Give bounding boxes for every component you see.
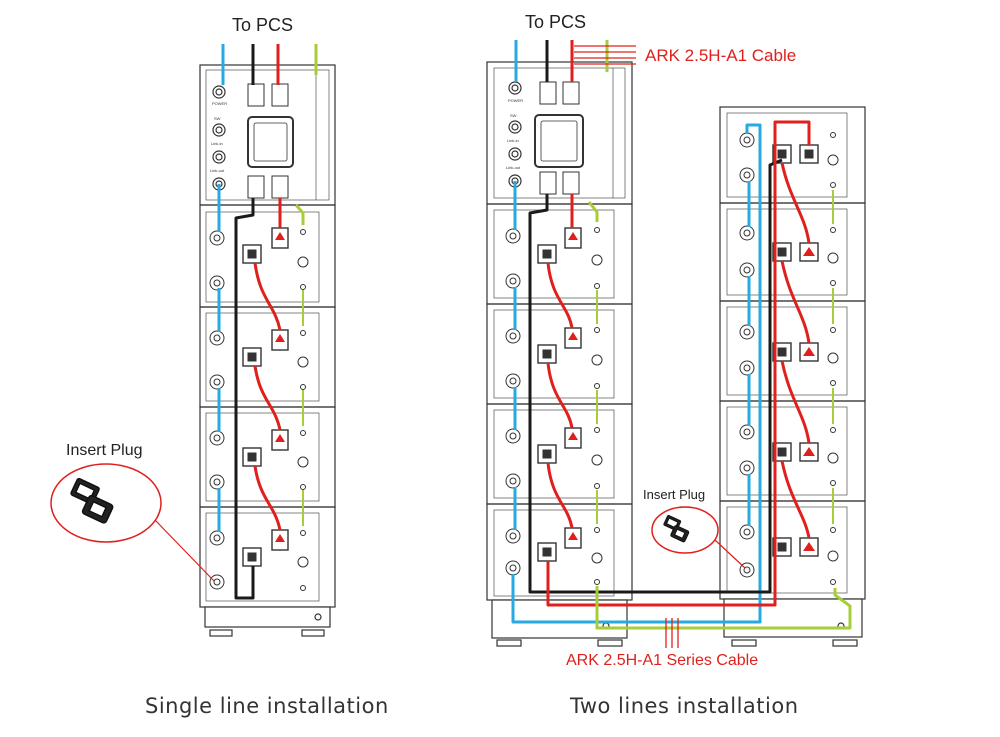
insert-plug-label-right: Insert Plug [643, 487, 705, 502]
left-module-ports [209, 227, 309, 591]
right-cables [511, 40, 852, 648]
left-base [204, 606, 331, 628]
right-main-module-1 [486, 203, 633, 305]
right-main-module-2 [486, 303, 633, 405]
left-power-text: POWER [212, 101, 227, 106]
second-module-5 [719, 500, 866, 600]
insert-plug-label-left: Insert Plug [66, 442, 142, 459]
right-main-stack: POWER SW Link-in Link-out [486, 61, 633, 647]
left-insert-plug-callout [50, 463, 215, 582]
right-main-ports [505, 227, 603, 585]
right-main-module-3 [486, 403, 633, 505]
second-module-3 [719, 300, 866, 402]
right-linkin-text: Link-in [507, 138, 519, 143]
to-pcs-label-left: To PCS [232, 15, 293, 35]
caption-two-lines: Two lines installation [569, 694, 799, 718]
second-module-2 [719, 202, 866, 302]
left-battery-stack: POWER SW Link-in Link-out [199, 64, 336, 637]
left-linkout-text: Link-out [210, 168, 225, 173]
right-insert-plug-icon [663, 514, 690, 543]
left-sw-text: SW [214, 116, 221, 121]
left-insert-plug-icon [70, 477, 114, 524]
right-control-box [486, 61, 633, 205]
to-pcs-label-right: To PCS [525, 12, 586, 32]
ark-cable-label: ARK 2.5H-A1 Cable [645, 46, 796, 65]
right-insert-plug-callout [651, 506, 746, 569]
right-display [534, 114, 584, 168]
left-linkin-text: Link-in [211, 141, 223, 146]
ark-series-cable-label: ARK 2.5H-A1 Series Cable [566, 652, 758, 669]
right-linkout-text: Link-out [506, 165, 521, 170]
right-power-text: POWER [508, 98, 523, 103]
right-sw-text: SW [510, 113, 517, 118]
right-main-module-4 [486, 503, 633, 601]
caption-single-line: Single line installation [145, 694, 389, 718]
second-module-4 [719, 400, 866, 502]
left-display [247, 116, 294, 168]
left-cables [217, 44, 318, 600]
second-stack-ports [739, 132, 839, 585]
